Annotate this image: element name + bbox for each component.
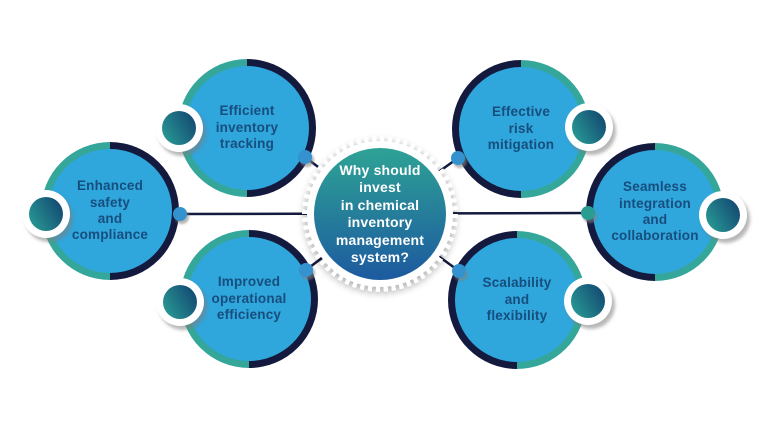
node-label: Seamless integration and collaboration — [611, 179, 699, 244]
node-seamless-integration-collaboration: Seamless integration and collaboration — [586, 143, 724, 281]
node-circle: Improved operational efficiency — [187, 237, 311, 361]
connector-dot-icon — [299, 263, 313, 277]
node-label: Enhanced safety and compliance — [71, 178, 149, 243]
badge-gradient-icon — [163, 285, 197, 319]
node-circle: Scalability and flexibility — [455, 238, 579, 362]
node-label: Improved operational efficiency — [211, 274, 287, 323]
node-label: Efficient inventory tracking — [215, 103, 279, 152]
badge-gradient-icon — [162, 111, 196, 145]
connector-dot-icon — [581, 206, 595, 220]
node-scalability-flexibility: Scalability and flexibility — [448, 231, 586, 369]
node-label: Effective risk mitigation — [487, 104, 555, 153]
connector-dot-icon — [452, 264, 466, 278]
node-circle: Effective risk mitigation — [459, 67, 583, 191]
badge-circle-icon — [699, 191, 747, 239]
badge-gradient-icon — [29, 197, 63, 231]
node-improved-operational-efficiency: Improved operational efficiency — [180, 230, 318, 368]
badge-circle-icon — [156, 278, 204, 326]
badge-gradient-icon — [706, 198, 740, 232]
connector-dot-icon — [451, 151, 465, 165]
badge-circle-icon — [564, 277, 612, 325]
center-circle: Why should invest in chemical inventory … — [314, 148, 446, 280]
badge-gradient-icon — [571, 284, 605, 318]
center-question: Why should invest in chemical inventory … — [335, 161, 425, 266]
badge-circle-icon — [155, 104, 203, 152]
connector-dot-icon — [173, 207, 187, 221]
node-circle: Seamless integration and collaboration — [593, 150, 717, 274]
badge-circle-icon — [565, 103, 613, 151]
connector-dot-icon — [298, 150, 312, 164]
node-label: Scalability and flexibility — [482, 275, 552, 324]
center-seal: Why should invest in chemical inventory … — [302, 136, 458, 292]
badge-circle-icon — [22, 190, 70, 238]
node-circle: Efficient inventory tracking — [185, 66, 309, 190]
badge-gradient-icon — [572, 110, 606, 144]
